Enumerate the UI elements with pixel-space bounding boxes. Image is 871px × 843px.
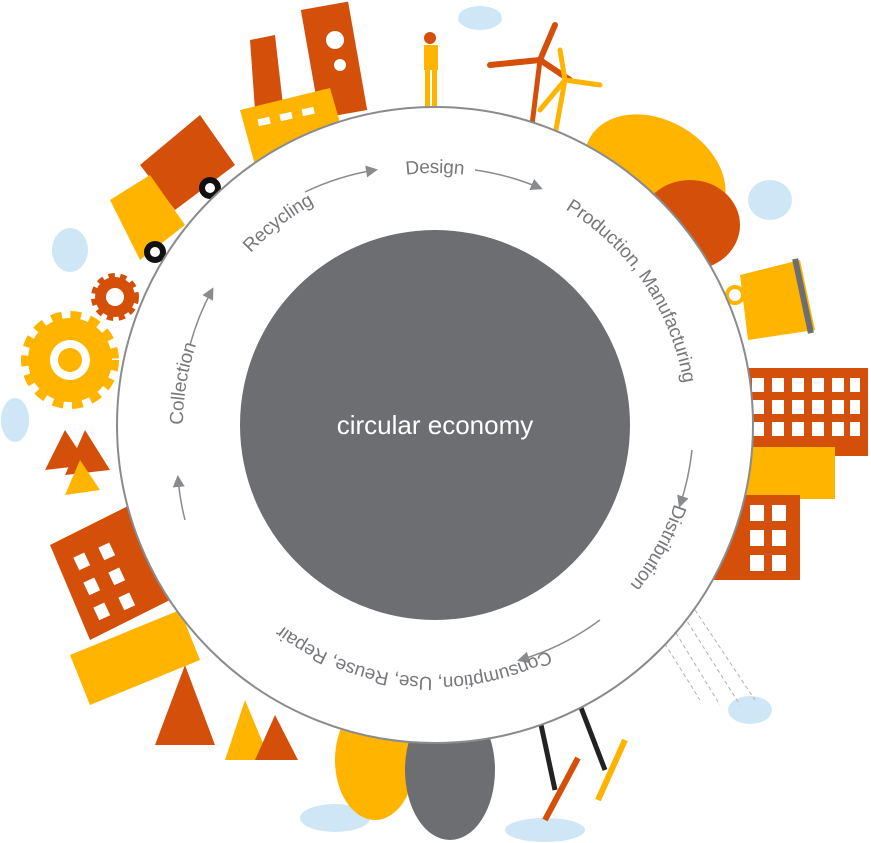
arrow [189, 287, 214, 346]
cycle-arrows [172, 165, 693, 664]
gear-icon [21, 273, 139, 409]
center-circle [240, 230, 630, 620]
cloud-icon [52, 228, 88, 272]
cloud-icon [728, 696, 772, 724]
cloud-icon [1, 398, 29, 442]
center-title: circular economy [337, 410, 534, 440]
trees-icon [155, 665, 298, 760]
cloud-icon [458, 6, 502, 30]
worker-icon [424, 32, 438, 108]
arrow [172, 475, 186, 521]
trees-icon [45, 430, 110, 495]
cloud-icon [300, 804, 370, 832]
truck-icon [110, 115, 235, 263]
arrow [304, 165, 378, 193]
arrow [517, 619, 601, 664]
stage-label-design: Design [405, 157, 466, 180]
arrow [474, 169, 543, 191]
pipe-icon [725, 258, 815, 340]
cloud-icon [505, 818, 585, 842]
clouds [1, 6, 792, 842]
cloud-icon [748, 180, 792, 220]
pump-icon [537, 704, 628, 822]
arrow [677, 449, 693, 508]
wind-turbine-icon [487, 22, 603, 138]
factory-icon [240, 1, 368, 165]
